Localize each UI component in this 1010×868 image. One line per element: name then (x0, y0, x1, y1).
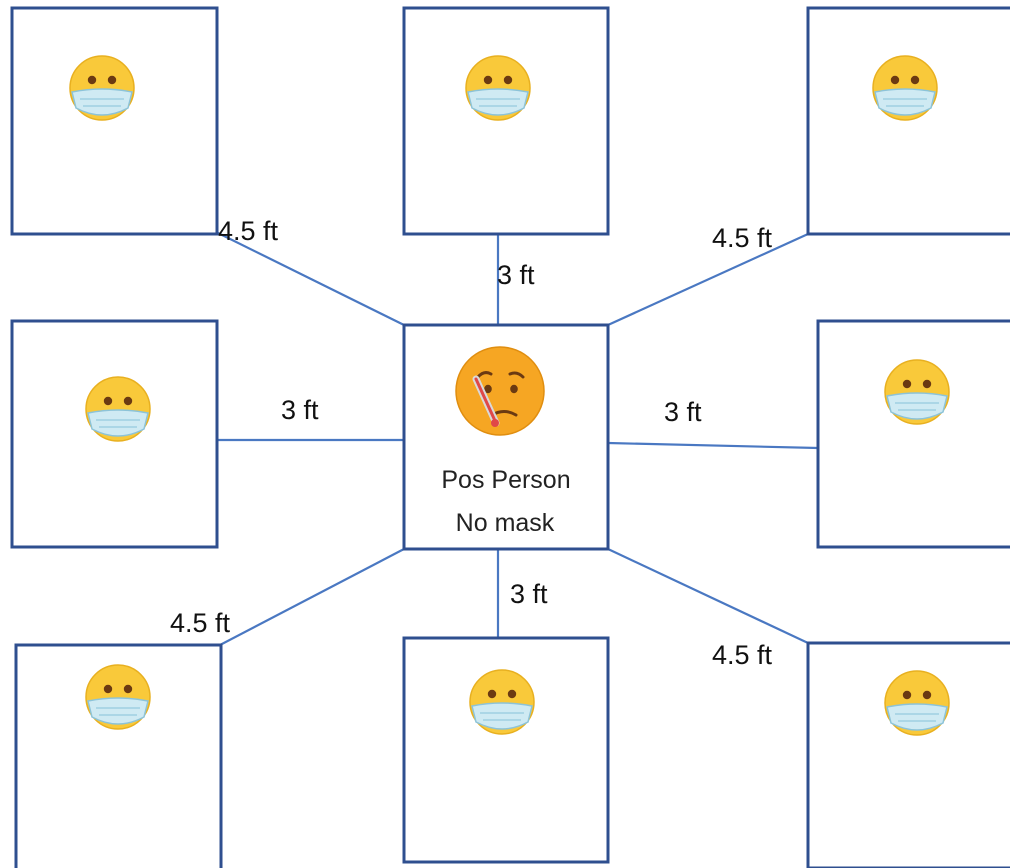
distance-label-left: 3 ft (281, 395, 319, 425)
positive-person-seat: Pos Person No mask (402, 323, 610, 551)
distance-label-right: 3 ft (664, 397, 702, 427)
masked-face-icon (69, 55, 135, 121)
neighbor-seat-left (10, 319, 219, 549)
masked-face-icon (85, 376, 151, 442)
neighbor-seat-top-right (806, 6, 1010, 236)
connector-bottom-right (607, 548, 809, 644)
distance-label-top-right: 4.5 ft (712, 223, 773, 253)
distance-label-bottom-left: 4.5 ft (170, 608, 231, 638)
neighbor-seat-bottom-left (14, 643, 223, 868)
distance-label-top-left: 4.5 ft (218, 216, 279, 246)
neighbor-seat-top (402, 6, 610, 236)
connector-top-right (607, 232, 809, 327)
center-label-line2: No mask (456, 509, 555, 537)
connector-right (607, 441, 819, 450)
neighbor-seat-top-left (10, 6, 219, 236)
distance-labels: 4.5 ft 3 ft 4.5 ft 3 ft 3 ft 4.5 ft 3 ft… (170, 216, 773, 670)
neighbor-seat-bottom-right (806, 641, 1010, 868)
masked-face-icon (85, 664, 151, 730)
connector-bottom-left (219, 548, 405, 646)
connector-top-left (215, 231, 405, 326)
masked-face-icon (884, 359, 950, 425)
neighbor-seat-bottom (402, 636, 610, 864)
masked-face-icon (465, 55, 531, 121)
masked-face-icon (872, 55, 938, 121)
connectors (215, 231, 819, 646)
distance-label-bottom-right: 4.5 ft (712, 640, 773, 670)
distance-label-bottom: 3 ft (510, 579, 548, 609)
distance-label-top: 3 ft (497, 260, 535, 290)
masked-face-icon (469, 669, 535, 735)
masked-face-icon (884, 670, 950, 736)
center-label-line1: Pos Person (441, 466, 570, 494)
sick-face-thermometer-icon (455, 346, 545, 436)
neighbor-seat-right (816, 319, 1010, 549)
